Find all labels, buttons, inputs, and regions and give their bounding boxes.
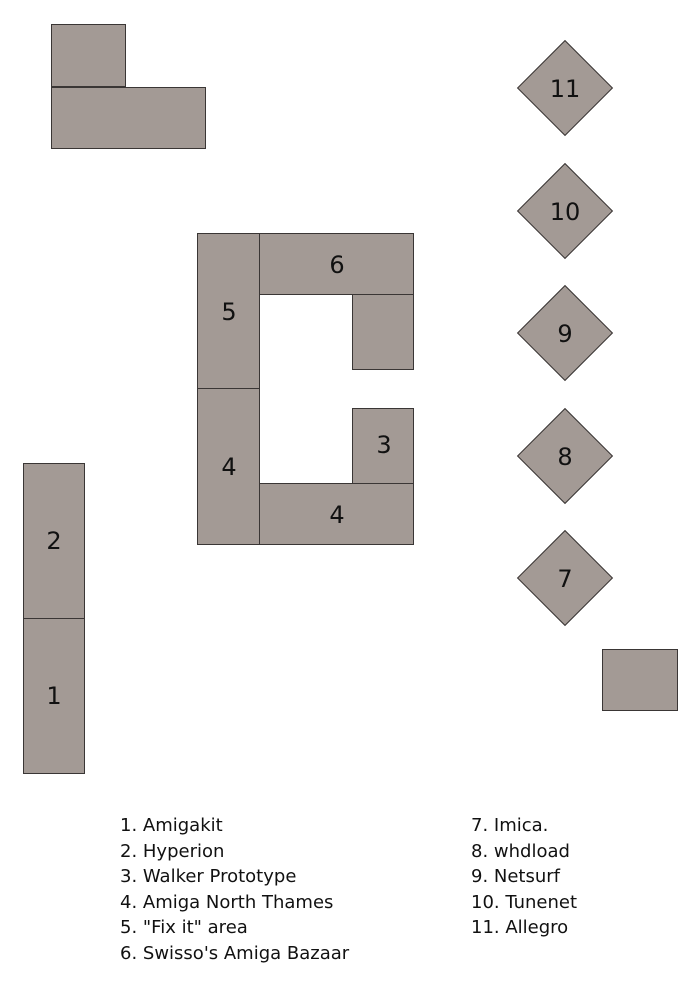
legend-item: 11. Allegro (471, 917, 569, 938)
unlabeled-table-top-left-wide (51, 87, 206, 149)
stall-4-number-vertical: 4 (221, 453, 237, 481)
legend-left: 1. Amigakit 2. Hyperion 3. Walker Protot… (120, 813, 349, 966)
stall-11-number: 11 (549, 75, 581, 103)
legend-item: 9. Netsurf (471, 866, 561, 887)
stall-6-table-return (352, 294, 414, 370)
legend-item: 8. whdload (471, 840, 570, 862)
unlabeled-table-top-left-small (51, 24, 126, 87)
stall-4-table-horizontal (259, 483, 414, 545)
legend-item: 3. Walker Prototype (120, 866, 297, 887)
stall-7-number: 7 (557, 565, 573, 593)
stall-5-number: 5 (221, 298, 237, 326)
stall-2-table (23, 463, 85, 619)
stall-9-number: 9 (557, 320, 573, 348)
legend-item: 1. Amigakit (120, 815, 223, 836)
stall-1-table (23, 618, 85, 774)
legend-item: 5. "Fix it" area (120, 917, 248, 938)
stall-6-table (259, 233, 414, 295)
stall-2-number: 2 (46, 527, 62, 555)
stall-3-number: 3 (376, 431, 392, 459)
stall-6-number: 6 (329, 251, 345, 279)
legend-item: 4. Amiga North Thames (120, 891, 334, 913)
stall-4-number-horizontal: 4 (329, 501, 345, 529)
legend-right: 7. Imica. 8. whdload 9. Netsurf 10. Tune… (471, 813, 577, 941)
legend-item: 10. Tunenet (471, 891, 578, 913)
legend-item: 2. Hyperion (120, 840, 225, 862)
legend-item: 6. Swisso's Amiga Bazaar (120, 942, 350, 964)
stall-1-number: 1 (46, 682, 62, 710)
stall-3-table (352, 408, 414, 484)
stall-4-table-vertical (197, 388, 260, 545)
unlabeled-table-right (602, 649, 678, 711)
legend-item: 7. Imica. (471, 815, 549, 836)
stall-10-number: 10 (549, 198, 581, 226)
stall-8-number: 8 (557, 443, 573, 471)
